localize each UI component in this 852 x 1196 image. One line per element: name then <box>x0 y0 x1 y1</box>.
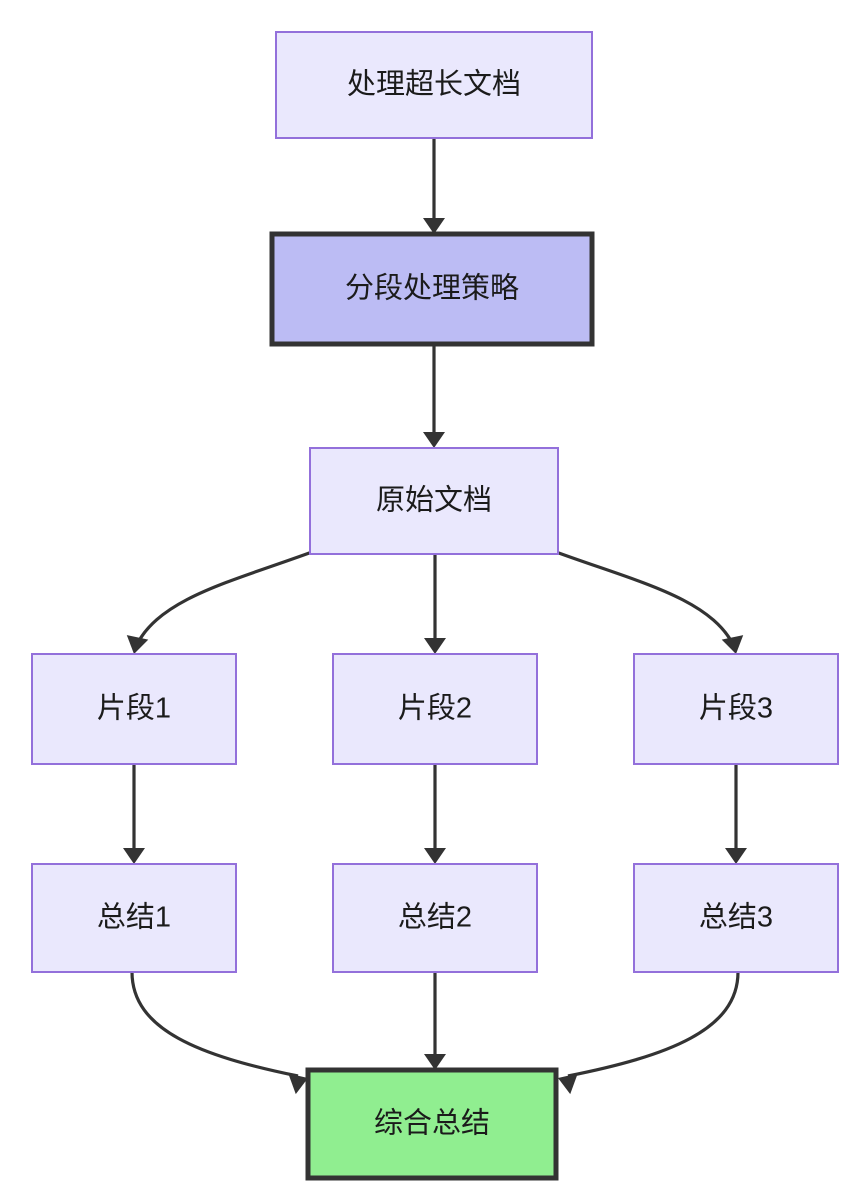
node-box[interactable] <box>31 863 237 973</box>
flow-node-n7[interactable]: 总结1 <box>31 863 237 973</box>
node-box[interactable] <box>31 653 237 765</box>
edge-n6-to-n9 <box>725 764 747 864</box>
flow-node-n1[interactable]: 处理超长文档 <box>275 31 593 139</box>
edge-n3-to-n6 <box>555 550 744 654</box>
flow-node-n9[interactable]: 总结3 <box>633 863 839 973</box>
node-box[interactable] <box>332 863 538 973</box>
arrow-head <box>424 1054 446 1070</box>
node-box[interactable] <box>332 653 538 765</box>
arrow-head <box>424 638 446 654</box>
edge-n7-to-n10 <box>130 971 308 1095</box>
edge-n5-to-n8 <box>424 764 446 864</box>
edge-n3-to-n4 <box>126 550 313 654</box>
arrow-head <box>721 635 744 654</box>
edge-n3-to-n5 <box>424 554 446 654</box>
edge-n4-to-n7 <box>123 764 145 864</box>
node-box[interactable] <box>269 231 595 347</box>
flow-node-n8[interactable]: 总结2 <box>332 863 538 973</box>
node-box[interactable] <box>633 653 839 765</box>
edge-n1-to-n2 <box>423 138 445 234</box>
arrow-head <box>558 1073 578 1095</box>
flow-node-n2[interactable]: 分段处理策略 <box>269 231 595 347</box>
arrow-head <box>123 848 145 864</box>
arrow-head <box>725 848 747 864</box>
flow-node-n6[interactable]: 片段3 <box>633 653 839 765</box>
node-box[interactable] <box>309 447 559 555</box>
node-box[interactable] <box>275 31 593 139</box>
flow-node-n10[interactable]: 综合总结 <box>305 1067 559 1181</box>
arrow-head <box>423 432 445 448</box>
arrow-head <box>424 848 446 864</box>
flow-node-n5[interactable]: 片段2 <box>332 653 538 765</box>
edge-n9-to-n10 <box>558 971 740 1095</box>
edge-n8-to-n10 <box>424 972 446 1070</box>
edges-layer <box>123 138 747 1095</box>
node-box[interactable] <box>633 863 839 973</box>
arrow-head <box>423 218 445 234</box>
arrow-head <box>288 1073 308 1095</box>
arrow-head <box>126 635 149 654</box>
flow-node-n4[interactable]: 片段1 <box>31 653 237 765</box>
edge-n2-to-n3 <box>423 346 445 448</box>
flow-node-n3[interactable]: 原始文档 <box>309 447 559 555</box>
node-box[interactable] <box>305 1067 559 1181</box>
